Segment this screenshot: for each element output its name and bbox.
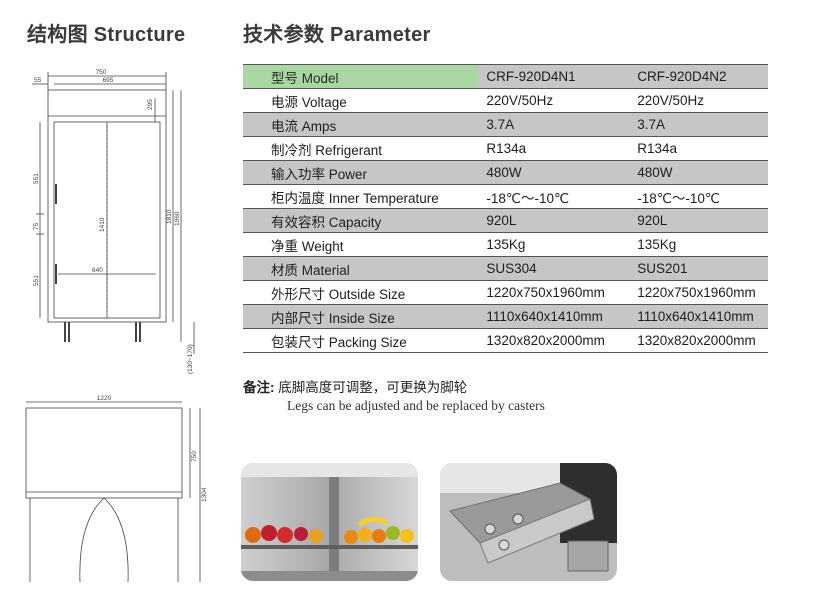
parameter-value: 135Kg [629, 232, 768, 257]
parameter-heading: 技术参数 Parameter [243, 24, 431, 46]
parameter-label: 有效容积 Capacity [243, 208, 479, 233]
dim-lower-height: 551 [33, 275, 40, 286]
parameter-label: 净重 Weight [243, 232, 479, 257]
parameter-value: SUS304 [478, 256, 630, 281]
parameter-value: 1110x640x1410mm [478, 304, 630, 329]
parameter-value: R134a [629, 136, 768, 161]
note-label: 备注: [243, 380, 275, 395]
parameter-value: 920L [629, 208, 768, 233]
dim-inner-height: 1410 [99, 217, 106, 232]
dim-left-offset: 55 [34, 77, 42, 84]
dim-total-height: 1960 [174, 211, 181, 226]
parameter-label: 柜内温度 Inner Temperature [243, 184, 479, 209]
top-view-drawing: 1220 750 1304 [25, 395, 208, 583]
parameter-value: 220V/50Hz [478, 88, 630, 113]
caster-bracket-photo [440, 463, 617, 581]
parameter-value: R134a [478, 136, 630, 161]
dim-mid-height: 75 [33, 222, 40, 230]
parameter-value: 1220x750x1960mm [478, 280, 630, 305]
parameter-label: 输入功率 Power [243, 160, 479, 185]
note-chinese: 备注: 底脚高度可调整，可更换为脚轮 [243, 376, 467, 396]
dim-upper-height: 551 [33, 173, 40, 184]
parameter-label: 型号 Model [243, 64, 479, 89]
structure-heading: 结构图 Structure [27, 24, 186, 46]
shelves-with-fruit-photo [241, 463, 418, 581]
dim-body-height: 1810 [166, 209, 173, 224]
parameter-value: 1320x820x2000mm [478, 328, 630, 353]
parameter-value: SUS201 [629, 256, 768, 281]
parameter-label: 包装尺寸 Packing Size [243, 328, 479, 353]
parameter-label: 电流 Amps [243, 112, 479, 137]
parameter-label: 制冷剂 Refrigerant [243, 136, 479, 161]
parameter-value: 480W [629, 160, 768, 185]
parameter-value: CRF-920D4N2 [629, 64, 768, 89]
parameter-value: 1110x640x1410mm [629, 304, 768, 329]
parameter-label: 电源 Voltage [243, 88, 479, 113]
dim-top-height: 295 [147, 99, 154, 110]
parameter-value: -18℃～-10℃ [478, 184, 630, 209]
dim-leg-height: (130~170) [187, 344, 194, 374]
dim-top-width: 1220 [97, 395, 112, 402]
parameter-value: 480W [478, 160, 630, 185]
parameter-value: 3.7A [629, 112, 768, 137]
cabinet-outline [47, 89, 167, 323]
parameter-label: 材质 Material [243, 256, 479, 281]
parameter-value: 135Kg [478, 232, 630, 257]
dim-open-depth: 1304 [201, 487, 208, 502]
parameter-value: 1320x820x2000mm [629, 328, 768, 353]
parameter-value: 220V/50Hz [629, 88, 768, 113]
parameter-label: 外形尺寸 Outside Size [243, 280, 479, 305]
parameter-value: -18℃～-10℃ [629, 184, 768, 209]
note-english: Legs can be adjusted and be replaced by … [287, 398, 545, 413]
parameter-value: 920L [478, 208, 630, 233]
note-cn-text: 底脚高度可调整，可更换为脚轮 [274, 380, 468, 395]
dim-inner-width: 640 [92, 267, 103, 274]
dim-overall-width: 750 [96, 69, 107, 76]
parameter-value: 3.7A [478, 112, 630, 137]
parameter-label: 内部尺寸 Inside Size [243, 304, 479, 329]
dim-top-depth: 750 [191, 451, 198, 462]
parameter-value: 1220x750x1960mm [629, 280, 768, 305]
front-elevation-drawing: 750 695 55 295 551 75 1410 551 640 1810 … [32, 69, 195, 374]
cabinet-top-outline [25, 407, 183, 499]
parameter-row: 柜内温度 Inner Temperature-18℃～-10℃-18℃～-10℃ [243, 184, 768, 209]
parameter-value: CRF-920D4N1 [478, 64, 630, 89]
dim-door-width: 695 [103, 77, 114, 84]
